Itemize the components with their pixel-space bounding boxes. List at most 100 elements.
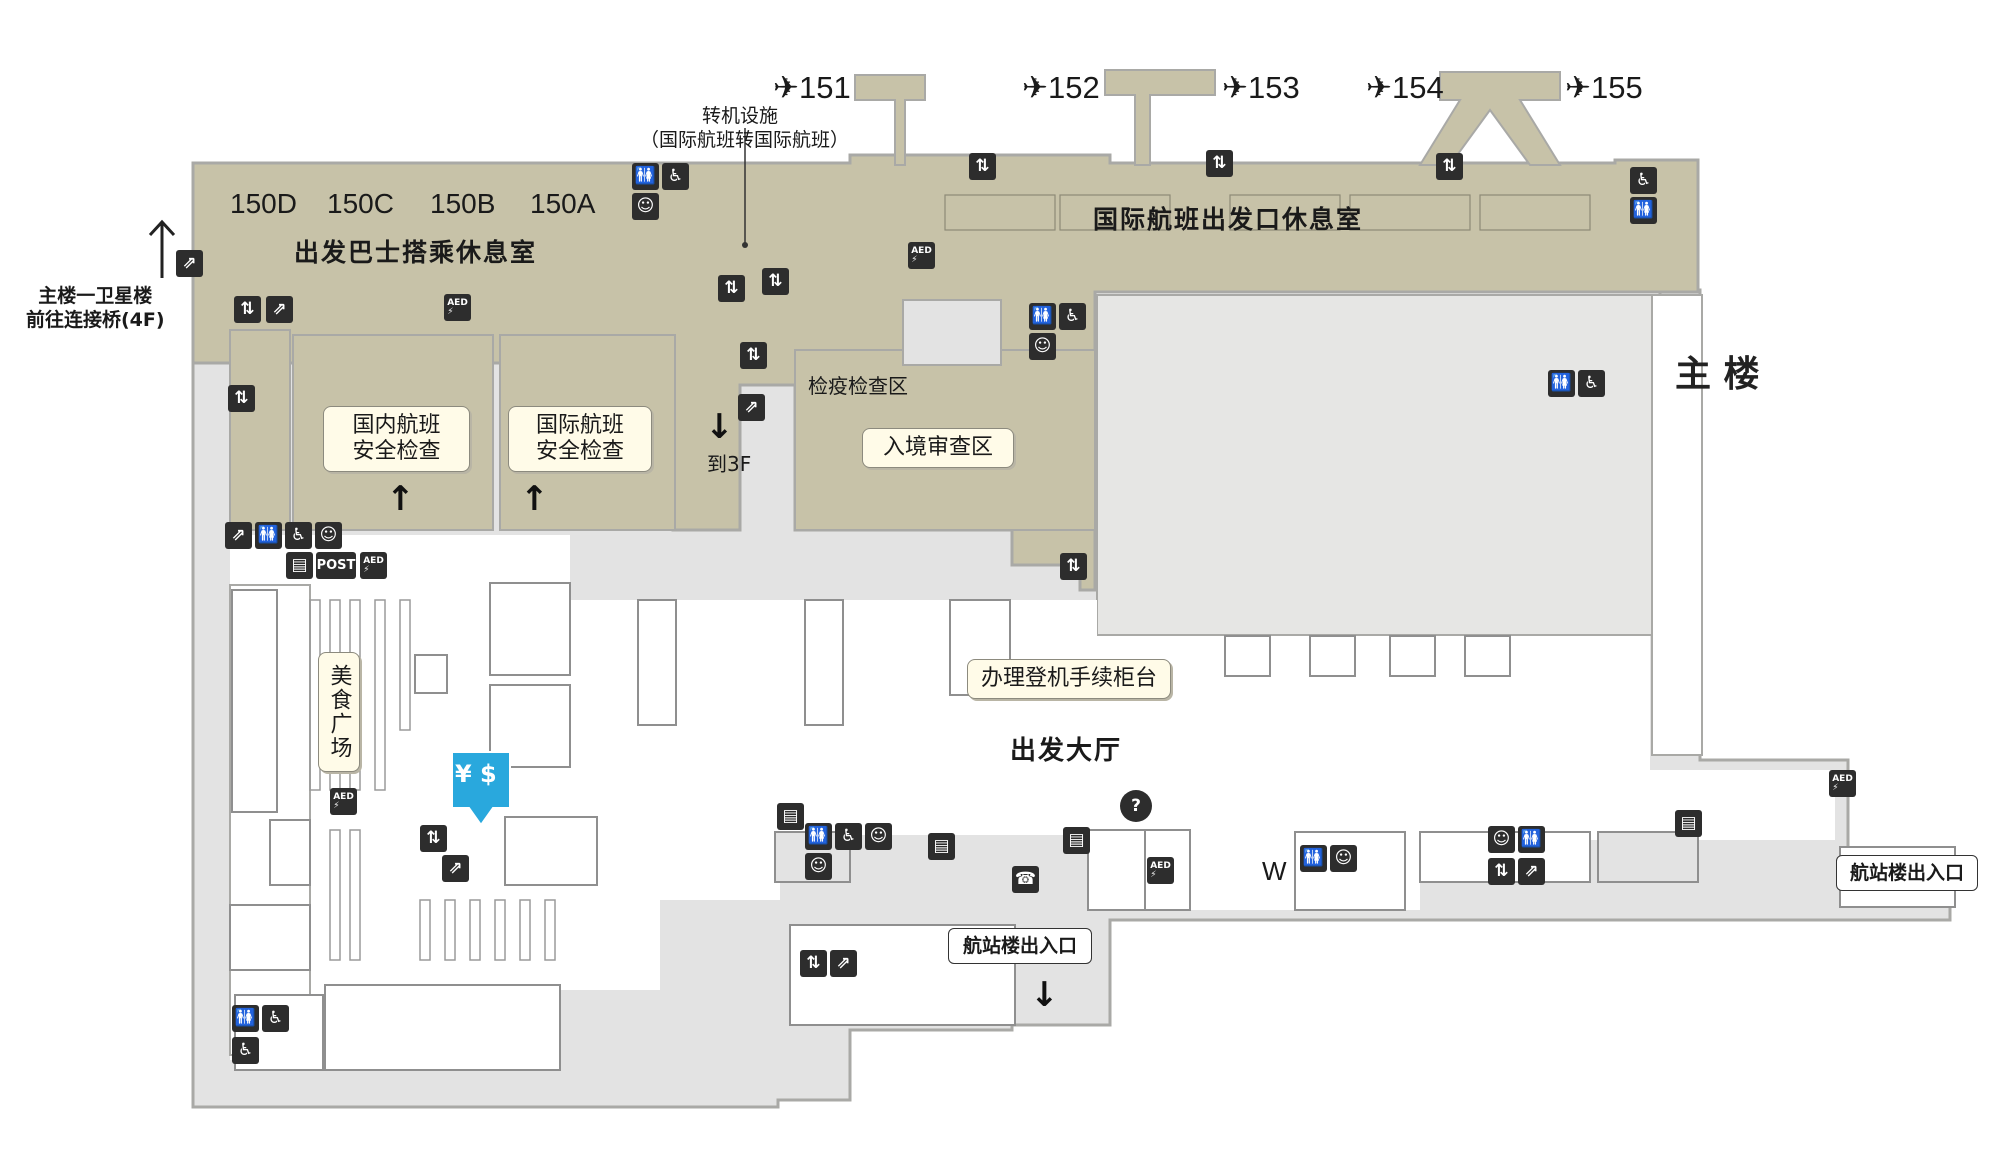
room-f (229, 904, 311, 971)
post-icon: POST (316, 552, 356, 579)
gate-152-label: ✈152 (1022, 70, 1100, 106)
plane-icon: ✈ (1565, 70, 1591, 105)
room-m (1597, 831, 1699, 883)
gate-151-number: 151 (798, 70, 851, 105)
toilet-icon: 🚻 (1300, 845, 1327, 872)
room-a (489, 582, 571, 676)
gate-155-label: ✈155 (1565, 70, 1643, 106)
to-3f-label: 到3F (707, 452, 752, 476)
currency-exchange-label: ¥ $ (455, 760, 497, 788)
pier-151 (854, 74, 926, 166)
aed-icon: AED⚡ (360, 552, 387, 579)
toilet-icon: 🚻 (805, 823, 832, 850)
gate-154-number: 154 (1391, 70, 1444, 105)
intl-security-entry-arrow: ↑ (520, 479, 549, 519)
room-h (269, 819, 311, 886)
intl-lounge-label: 国际航班出发口休息室 (1093, 205, 1364, 234)
wheelchair-icon: ♿ (1578, 370, 1605, 397)
wheelchair-icon: ♿ (262, 1005, 289, 1032)
exit-right-box[interactable]: 航站楼出入口 (1836, 855, 1978, 891)
gate-153-number: 153 (1247, 70, 1300, 105)
transfer-facility-label: 转机设施 （国际航班转国际航班） (640, 104, 849, 152)
elevator-icon: ⇅ (420, 825, 447, 852)
toilet-icon: 🚻 (1630, 197, 1657, 224)
toilet-icon: 🚻 (1029, 303, 1056, 330)
bus-lounge-label: 出发巴士搭乘休息室 (294, 238, 538, 267)
food-court-box: 美食广场 (318, 652, 360, 772)
gate-154-label: ✈154 (1366, 70, 1444, 106)
aed-icon: AED⚡ (1147, 857, 1174, 884)
plane-icon: ✈ (1366, 70, 1392, 105)
escalator-icon: ⇗ (225, 522, 252, 549)
elevator-icon: ⇅ (1488, 858, 1515, 885)
satellite-arrow-head (148, 219, 176, 237)
lounge-seating (944, 194, 1591, 231)
locker-icon: ▤ (1675, 810, 1702, 837)
domestic-security-line2: 安全检查 (352, 439, 441, 464)
wheelchair-icon: ♿ (662, 163, 689, 190)
toilet-icon: 🚻 (1548, 370, 1575, 397)
wheelchair-icon: ♿ (1059, 303, 1086, 330)
bus-gate-150c: 150C (327, 188, 394, 219)
satellite-line1: 主楼一卫星楼 (38, 285, 153, 307)
intl-security-line2: 安全检查 (535, 439, 624, 464)
bus-gate-150a: 150A (530, 188, 596, 219)
exit-bottom-box[interactable]: 航站楼出入口 (948, 928, 1092, 964)
domestic-security-line1: 国内航班 (352, 413, 441, 438)
plane-icon: ✈ (1222, 70, 1248, 105)
w-label: W (1262, 856, 1287, 886)
locker-icon: ▤ (1063, 827, 1090, 854)
elevator-icon: ⇅ (228, 385, 255, 412)
elevator-icon: ⇅ (1206, 150, 1233, 177)
room-d (504, 816, 598, 886)
currency-exchange-marker[interactable] (451, 751, 511, 827)
escalator-icon: ⇗ (1518, 858, 1545, 885)
phone-icon: ☎ (1012, 866, 1039, 893)
nursing-room-icon: ☺ (632, 193, 659, 220)
room-g (324, 984, 561, 1071)
pier-152-153 (1104, 69, 1216, 166)
nursing-room-icon: ☺ (805, 853, 832, 880)
elevator-icon: ⇅ (800, 950, 827, 977)
main-building-block (1096, 294, 1658, 636)
food-court-label: 美食广场 (326, 664, 352, 760)
escalator-icon: ⇗ (266, 296, 293, 323)
pier-154-155 (1418, 71, 1562, 166)
wheelchair-icon: ♿ (1630, 167, 1657, 194)
elevator-icon: ⇅ (762, 268, 789, 295)
room-i (1087, 829, 1149, 911)
elevator-icon: ⇅ (1436, 153, 1463, 180)
elevator-icon: ⇅ (718, 275, 745, 302)
domestic-security-box: 国内航班 安全检查 (323, 406, 470, 472)
plane-icon: ✈ (1022, 70, 1048, 105)
immigration-box: 入境审查区 (862, 428, 1014, 468)
exit-bottom-arrow: ↓ (1030, 975, 1059, 1015)
checkin-counter-box: 办理登机手续柜台 (967, 659, 1171, 699)
satellite-line2: 前往连接桥(4F) (26, 309, 165, 331)
escalator-icon: ⇗ (830, 950, 857, 977)
quarantine-label: 检疫检查区 (808, 374, 908, 398)
aed-icon: AED⚡ (444, 294, 471, 321)
elevator-icon: ⇅ (740, 342, 767, 369)
departure-hall-label: 出发大厅 (1010, 736, 1123, 766)
satellite-link-label: 主楼一卫星楼 前往连接桥(4F) (26, 284, 165, 332)
toilet-icon: 🚻 (255, 522, 282, 549)
wheelchair-icon: ♿ (835, 823, 862, 850)
bus-gate-150b: 150B (430, 188, 496, 219)
locker-icon: ▤ (928, 833, 955, 860)
room-e (231, 589, 278, 813)
wheelchair-icon: ♿ (285, 522, 312, 549)
main-building-right-strip (1651, 294, 1703, 756)
gate-151-label: ✈151 (773, 70, 851, 106)
toilet-icon: 🚻 (232, 1005, 259, 1032)
transfer-pointer-dot (742, 242, 748, 248)
aed-icon: AED⚡ (908, 242, 935, 269)
transfer-line1: 转机设施 (701, 105, 778, 127)
toilet-icon: 🚻 (1518, 826, 1545, 853)
information-icon[interactable]: ? (1120, 790, 1152, 822)
plane-icon: ✈ (773, 70, 799, 105)
intl-security-line1: 国际航班 (535, 413, 624, 438)
main-building-label: 主 楼 (1675, 354, 1760, 395)
locker-icon: ▤ (286, 552, 313, 579)
